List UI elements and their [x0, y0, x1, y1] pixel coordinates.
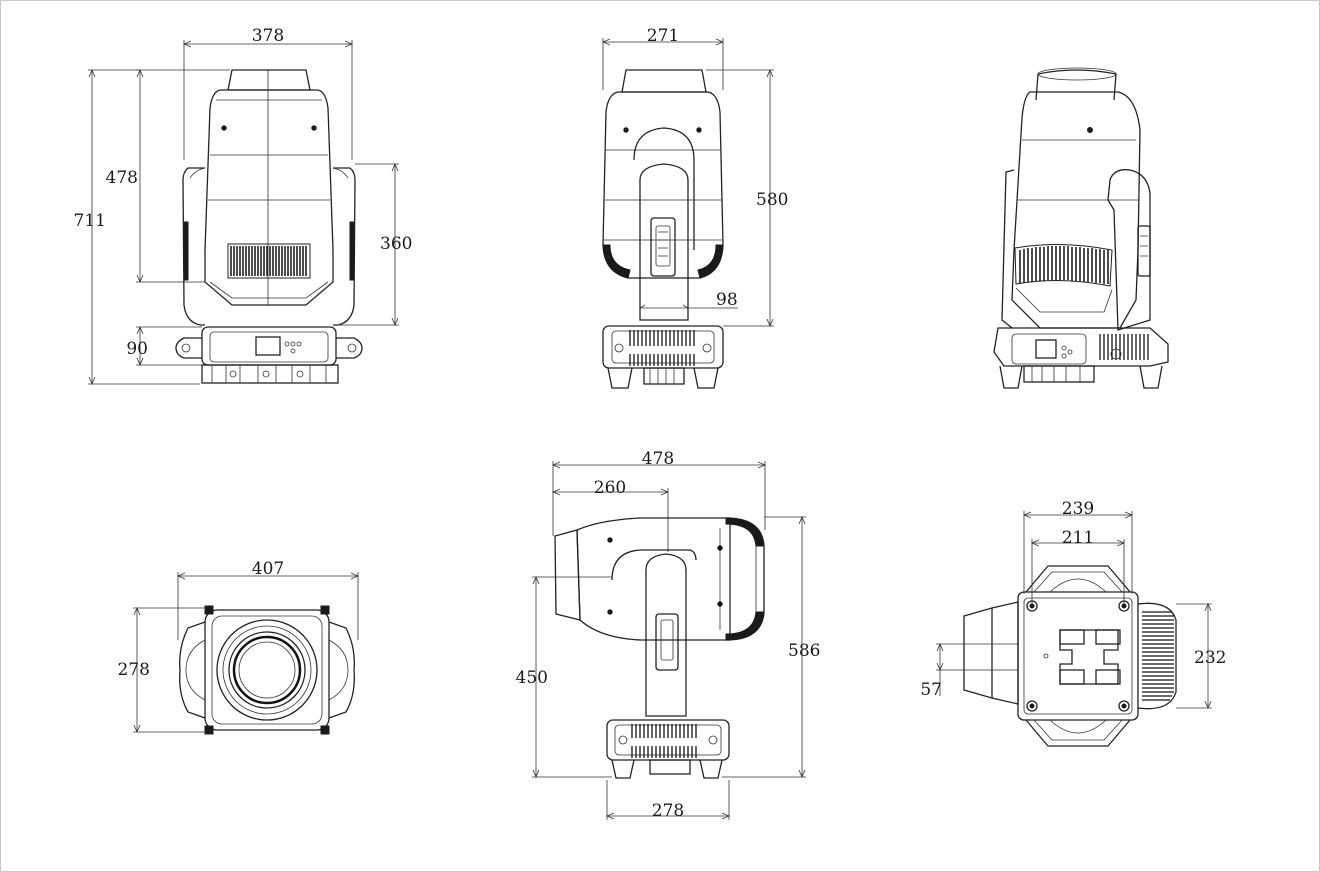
dim-top-height: 278: [118, 660, 150, 680]
dim-tilted-pivot: 260: [594, 478, 626, 498]
dim-front-base-height: 90: [126, 339, 148, 359]
dim-bottom-height: 232: [1194, 648, 1226, 668]
perspective-vent-grille: [1014, 243, 1113, 287]
dim-side-width: 271: [647, 26, 679, 46]
dim-tilted-total-height: 586: [788, 641, 820, 661]
front-vent-grille: [227, 243, 311, 279]
dim-side-arm-width: 98: [716, 290, 738, 310]
dim-tilted-base-width: 278: [652, 801, 684, 821]
dim-tilted-length: 478: [642, 449, 674, 469]
dim-front-total-height: 711: [74, 211, 106, 231]
front-view: 378 478 711 360 90: [74, 26, 412, 384]
bottom-view: 239 211 232 57: [920, 499, 1226, 747]
dim-top-width: 407: [252, 559, 284, 579]
side-view: 271 580 98: [603, 26, 788, 389]
dim-front-width: 378: [252, 26, 284, 46]
dim-bottom-outer-width: 239: [1062, 499, 1094, 519]
dim-front-head-height: 478: [106, 168, 138, 188]
perspective-view: [993, 67, 1169, 389]
dim-tilted-pivot-height: 450: [516, 668, 548, 688]
dim-front-arm-height: 360: [380, 234, 412, 254]
dim-bottom-offset: 57: [920, 680, 942, 700]
tilted-view: 478 260 586 450 278: [516, 449, 821, 821]
dim-side-height: 580: [756, 190, 788, 210]
top-view: 407 278: [118, 559, 358, 735]
dim-bottom-inner-width: 211: [1062, 528, 1094, 548]
